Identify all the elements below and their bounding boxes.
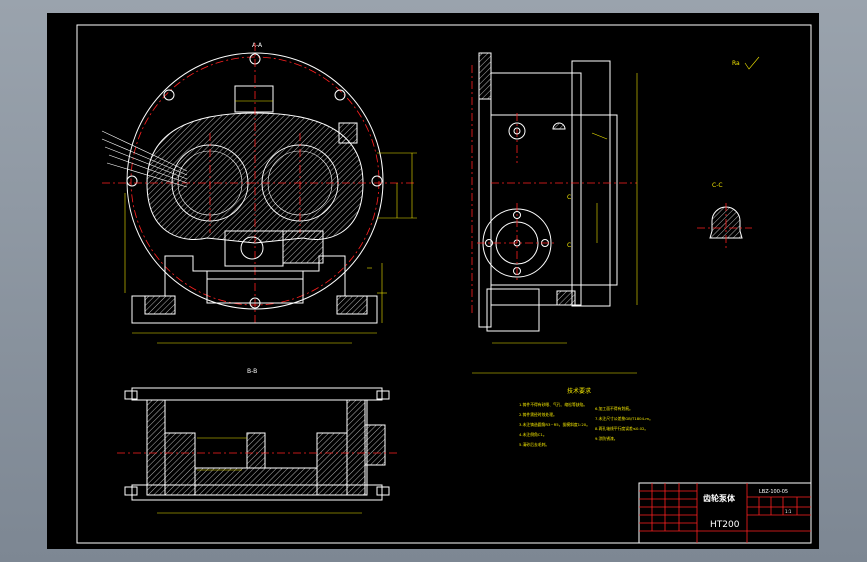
drawing-number: LBZ-100-05 [759,489,788,495]
title-block: 齿轮泵体 HT200 LBZ-100-05 1:1 [638,482,812,544]
notes-title: 技术要求 [567,387,591,395]
note-line: 9.涂防锈漆。 [595,436,618,441]
note-line: 1.铸件不得有砂眼、气孔、缩松等缺陷。 [519,402,587,407]
section-b-label: B-B [247,368,257,375]
note-line: 8.两孔轴线平行度误差≤0.02。 [595,426,648,431]
material: HT200 [710,520,740,530]
roughness-mark: Ra [732,60,740,67]
drawing-border [76,24,812,544]
note-line: 7.未注尺寸公差按GB/T1804-m。 [595,416,653,421]
section-c-label: C-C [712,182,723,189]
side-view: C C [471,52,638,374]
cad-drawing: A-A [76,24,812,544]
note-line: 2.铸件需经时效处理。 [519,412,557,417]
part-name: 齿轮泵体 [703,493,736,503]
drawing-scale: 1:1 [785,509,792,514]
leaders-front [101,130,188,188]
front-section-view: A-A [101,42,417,344]
technical-notes: 技术要求 1.铸件不得有砂眼、气孔、缩松等缺陷。 2.铸件需经时效处理。 3.未… [519,387,653,447]
section-a-label: A-A [252,42,263,49]
note-line: 3.未注铸造圆角R3~R5，拔模斜度1:20。 [519,422,590,427]
svg-text:C: C [567,242,571,249]
dimensions-front [124,152,417,344]
note-line: 4.未注倒角C1。 [519,432,547,437]
detail-c-view: C-C Ra [697,56,760,248]
svg-text:C: C [567,194,571,201]
note-line: 6.加工面不得有划痕。 [595,406,633,411]
drawing-sheet: A-A [47,13,819,549]
note-line: 5.清砂后去毛刺。 [519,442,549,447]
bottom-section-view: B-B [117,368,397,514]
